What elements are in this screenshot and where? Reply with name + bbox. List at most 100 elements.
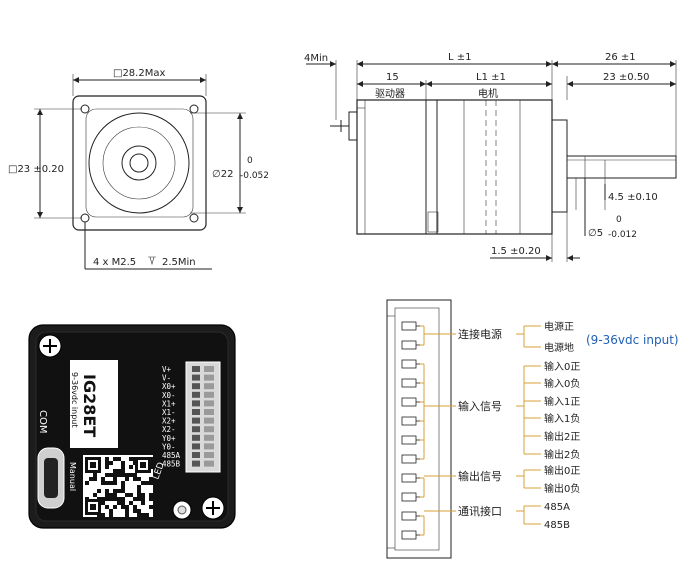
pilot-inner bbox=[102, 126, 176, 200]
mount-thread-label: 4 x M2.5 bbox=[93, 257, 136, 268]
signal-label: 输入1正 bbox=[544, 395, 580, 408]
terminal-pin bbox=[192, 452, 200, 458]
terminal-pin bbox=[192, 400, 200, 407]
terminal-slot bbox=[204, 400, 214, 407]
signal-label: 输出0负 bbox=[544, 482, 580, 495]
manual-label: Manual bbox=[68, 462, 77, 491]
signal-label: 输出0正 bbox=[544, 464, 580, 477]
terminal-pin bbox=[192, 434, 200, 441]
terminal-slot bbox=[204, 366, 214, 372]
connector-pin bbox=[401, 435, 417, 445]
connector-pin bbox=[401, 397, 417, 407]
shaft-collar bbox=[121, 145, 157, 181]
screw-icon bbox=[38, 334, 62, 358]
terminal-pin bbox=[192, 366, 200, 372]
group-label: 输入信号 bbox=[458, 399, 502, 413]
motor-text: 电机 bbox=[478, 87, 498, 100]
terminal-pin bbox=[192, 443, 200, 450]
signal-label: 电源地 bbox=[544, 341, 574, 354]
pilot-tol-upper: 0 bbox=[247, 156, 253, 166]
connector-housing bbox=[386, 299, 452, 559]
motor-body-side bbox=[356, 99, 553, 235]
motor-length-label: L1 ±1 bbox=[476, 72, 506, 83]
usb-socket bbox=[44, 458, 58, 498]
signal-label: 485A bbox=[544, 502, 570, 513]
min-gap-label: 4Min bbox=[304, 53, 328, 64]
shaft-end bbox=[129, 153, 149, 173]
com-label: COM bbox=[37, 410, 48, 433]
mount-depth-label: 2.5Min bbox=[162, 257, 196, 268]
pin-label: X0+ bbox=[162, 382, 176, 391]
pin-label: V- bbox=[162, 374, 171, 383]
connector-pin bbox=[401, 359, 417, 369]
signal-label: 电源正 bbox=[544, 320, 574, 333]
board-input-label: 9-36vdc input bbox=[70, 372, 79, 428]
led-icon bbox=[177, 505, 187, 515]
output-shaft bbox=[566, 155, 677, 179]
group-label: 连接电源 bbox=[458, 327, 502, 341]
pilot-boss bbox=[88, 112, 190, 214]
pin-label: 485B bbox=[162, 460, 181, 469]
body-length-label: L ±1 bbox=[448, 52, 472, 63]
pilot-tol-lower: -0.052 bbox=[240, 171, 269, 181]
rear-connector bbox=[348, 111, 358, 141]
signal-label: 输入0正 bbox=[544, 360, 580, 373]
connector-pin bbox=[401, 530, 417, 540]
pilot-diameter-label: ∅22 bbox=[212, 169, 233, 180]
screw-icon bbox=[201, 496, 225, 520]
terminal-slot bbox=[204, 452, 214, 458]
flat-depth-label: 4.5 ±0.10 bbox=[608, 192, 658, 203]
pin-label: X1+ bbox=[162, 399, 176, 408]
terminal-slot bbox=[204, 460, 214, 467]
connector-pin bbox=[401, 321, 417, 331]
pin-label: 485A bbox=[162, 451, 181, 460]
front-view: □28.2Max □23 ±0.20 0 ∅22 -0.052 4 x M2.5 bbox=[8, 68, 269, 270]
driver-text: 驱动器 bbox=[375, 88, 405, 100]
connector-pins bbox=[401, 321, 424, 540]
motor-face-inner bbox=[85, 108, 194, 218]
voltage-note: (9-36vdc input) bbox=[586, 333, 679, 347]
shaft-tol-upper: 0 bbox=[616, 215, 622, 225]
connector-pin bbox=[401, 473, 417, 483]
shaft-tol-lower: -0.012 bbox=[608, 230, 637, 240]
mount-hole bbox=[189, 213, 199, 223]
motor-boss bbox=[551, 119, 568, 213]
model-name: IG28ET bbox=[80, 374, 99, 437]
bolt-pitch-label: □23 ±0.20 bbox=[8, 164, 64, 175]
driver-length-label: 15 bbox=[386, 72, 399, 83]
terminal-pin bbox=[192, 383, 200, 390]
model-label-block bbox=[70, 360, 118, 448]
connector-pin bbox=[401, 416, 417, 426]
cable-notch bbox=[427, 211, 439, 233]
terminal-slot bbox=[204, 374, 214, 381]
terminal-block bbox=[185, 361, 221, 473]
pin-label: V+ bbox=[162, 365, 172, 374]
side-view: 4Min L ±1 26 ±1 15 驱动器 L1 ±1 电机 23 ±0.50 bbox=[304, 52, 677, 262]
terminal-pin bbox=[192, 417, 200, 424]
depth-symbol-icon bbox=[148, 256, 156, 266]
connector-pin bbox=[401, 340, 417, 350]
shaft-length-label: 26 ±1 bbox=[605, 52, 636, 63]
connector-pin bbox=[401, 454, 417, 464]
pin-label: X1- bbox=[162, 408, 176, 417]
boss-height-label: 1.5 ±0.20 bbox=[491, 246, 541, 257]
connector-pin bbox=[401, 378, 417, 388]
shaft-flat-label: 23 ±0.50 bbox=[603, 72, 650, 83]
signal-label: 输出2负 bbox=[544, 448, 580, 461]
signal-label: 输出2正 bbox=[544, 430, 580, 443]
terminal-pin bbox=[192, 409, 200, 415]
signal-label: 485B bbox=[544, 520, 570, 531]
pin-label: X2- bbox=[162, 425, 176, 434]
terminal-pins bbox=[192, 366, 214, 467]
group-label: 输出信号 bbox=[458, 469, 502, 483]
pin-label: Y0- bbox=[162, 442, 176, 451]
terminal-pin bbox=[192, 426, 200, 433]
connector-diagram: 连接电源电源正电源地输入信号输入0正输入0负输入1正输入1负输出2正输出2负输出… bbox=[386, 299, 679, 559]
terminal-pin bbox=[192, 391, 200, 398]
connector-labels: 连接电源电源正电源地输入信号输入0正输入0负输入1正输入1负输出2正输出2负输出… bbox=[420, 320, 580, 536]
terminal-slot bbox=[204, 391, 214, 398]
connector-pin bbox=[401, 511, 417, 521]
pin-label: X2+ bbox=[162, 417, 176, 426]
